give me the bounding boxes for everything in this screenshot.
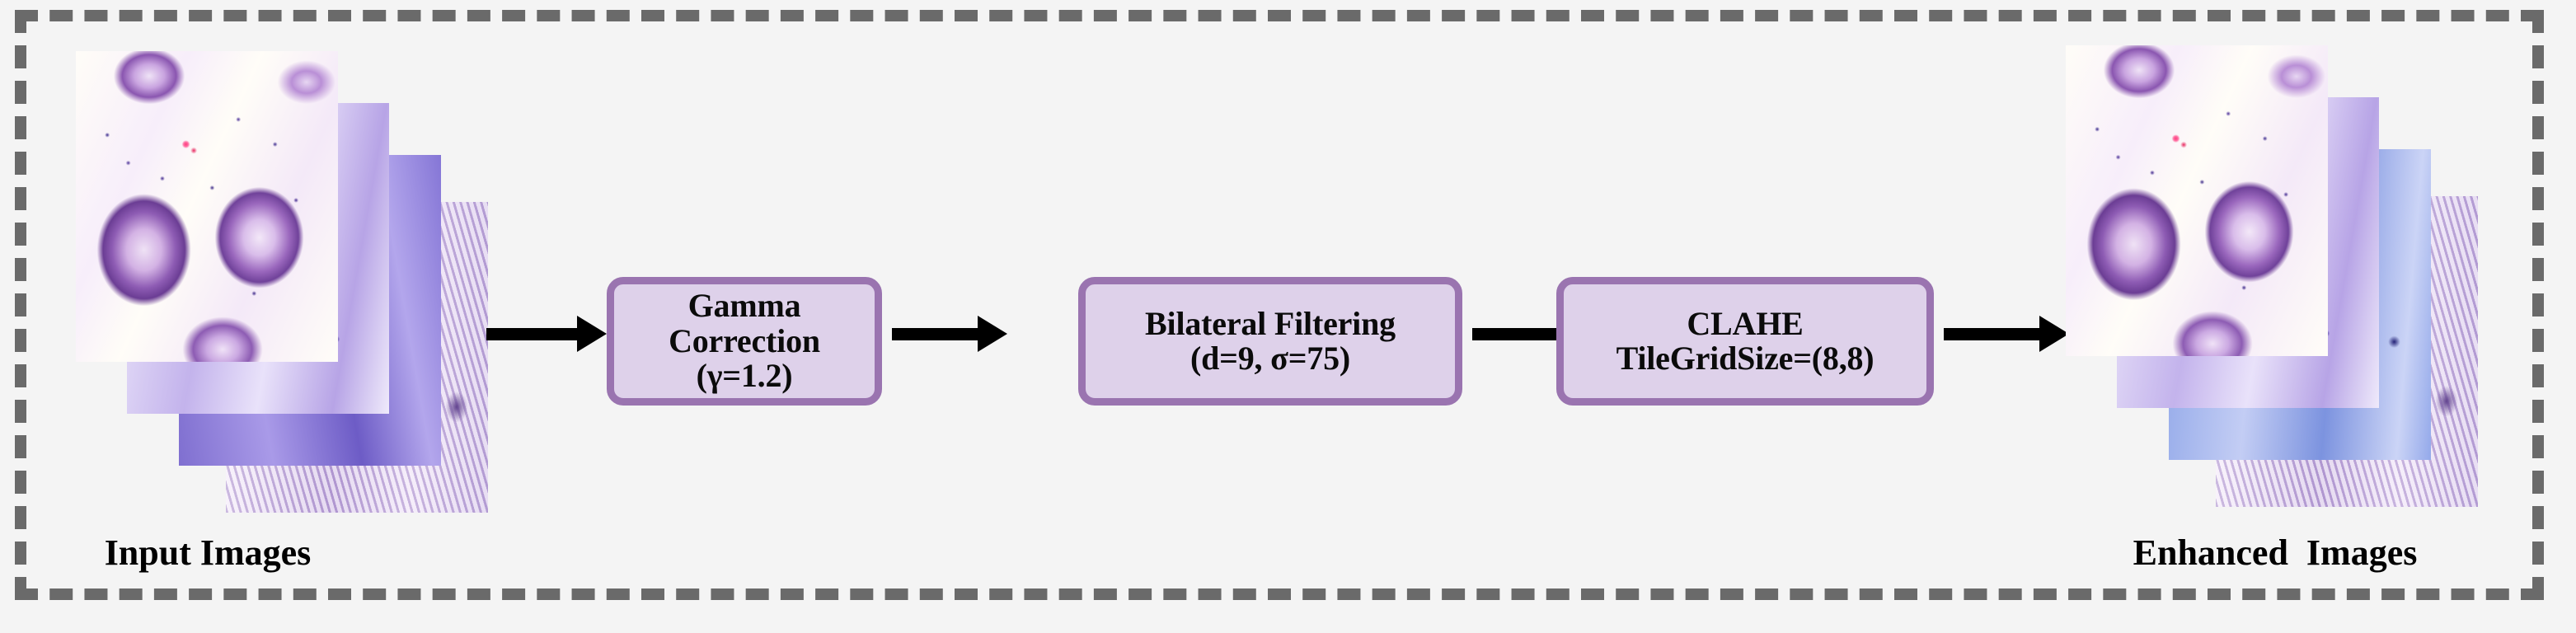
arrow-shaft bbox=[892, 328, 978, 340]
arrow-shaft bbox=[1472, 328, 1558, 340]
process-box-gamma-correction[interactable]: Gamma Correction (γ=1.2) bbox=[607, 277, 882, 406]
output-slide-1 bbox=[2066, 45, 2328, 356]
output-image-stack bbox=[2066, 45, 2478, 515]
arrow-head bbox=[2039, 316, 2069, 352]
arrow-shaft bbox=[486, 328, 577, 340]
arrow-shaft bbox=[1944, 328, 2039, 340]
process-label-clahe: CLAHE TileGridSize=(8,8) bbox=[1616, 304, 1875, 377]
arrow-gamma-to-bilateral bbox=[892, 316, 1007, 352]
arrow-input-to-gamma bbox=[486, 316, 607, 352]
histology-texture bbox=[2066, 45, 2328, 356]
input-images-caption: Input Images bbox=[104, 532, 312, 573]
histology-texture bbox=[76, 51, 338, 362]
input-slide-1 bbox=[76, 51, 338, 362]
arrow-head bbox=[978, 316, 1007, 352]
arrow-head bbox=[577, 316, 607, 352]
process-label-bilateral-filtering: Bilateral Filtering (d=9, σ=75) bbox=[1145, 304, 1396, 377]
process-label-gamma-correction: Gamma Correction (γ=1.2) bbox=[669, 287, 820, 395]
enhanced-images-caption: Enhanced Images bbox=[2133, 532, 2418, 573]
process-box-clahe[interactable]: CLAHE TileGridSize=(8,8) bbox=[1556, 277, 1934, 406]
arrow-clahe-to-output bbox=[1944, 316, 2069, 352]
input-image-stack bbox=[76, 51, 488, 513]
process-box-bilateral-filtering[interactable]: Bilateral Filtering (d=9, σ=75) bbox=[1078, 277, 1462, 406]
